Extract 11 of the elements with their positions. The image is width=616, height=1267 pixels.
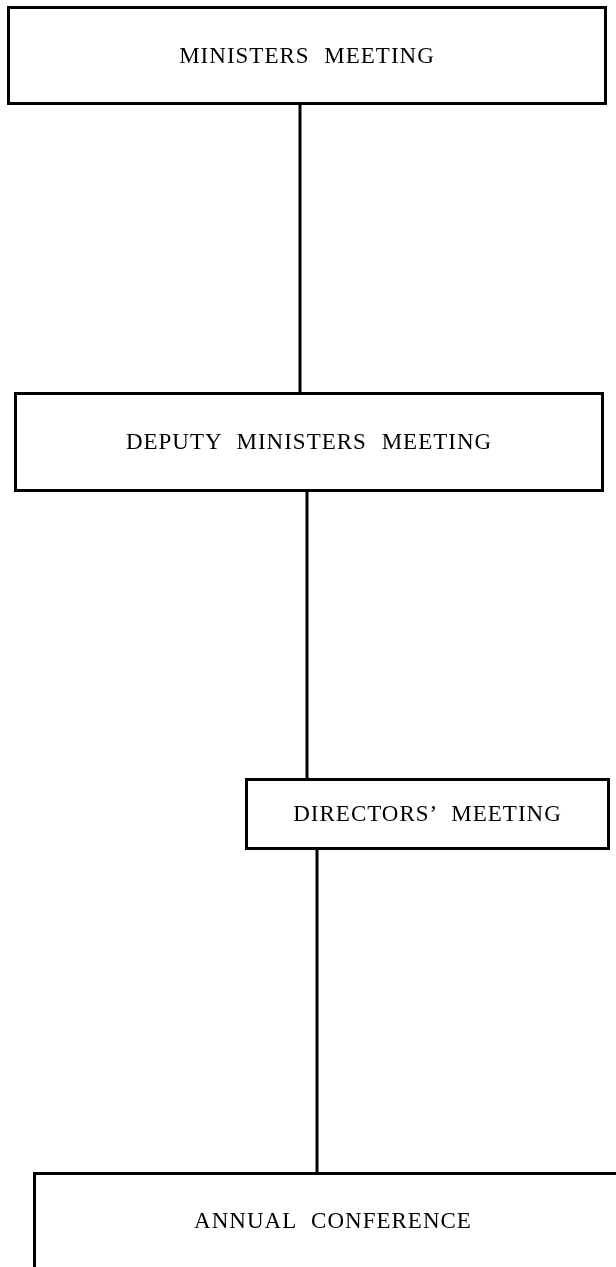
process-box (33, 1172, 616, 1267)
connector-line (298, 105, 302, 392)
connector-line (315, 850, 319, 1172)
process-box (245, 778, 610, 850)
process-box (7, 6, 607, 105)
node-label: MINISTERS MEETING (179, 42, 435, 69)
node-label: ANNUAL CONFERENCE (194, 1208, 472, 1234)
process-box (14, 392, 604, 492)
node-label: DIRECTORS’ MEETING (293, 801, 562, 827)
node-label: DEPUTY MINISTERS MEETING (125, 429, 493, 455)
connector-line (305, 492, 309, 778)
